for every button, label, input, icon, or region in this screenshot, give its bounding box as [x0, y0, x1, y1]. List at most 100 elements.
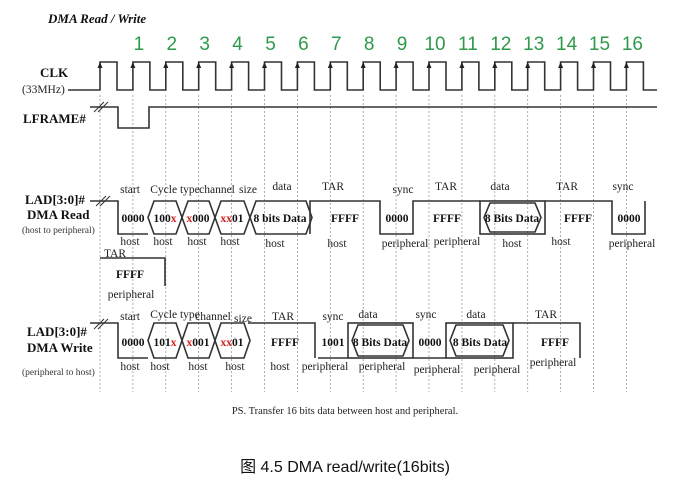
alt-tar-segment	[100, 257, 166, 286]
phase-label: sync	[322, 311, 343, 323]
owner-label: host	[188, 361, 208, 373]
value-bits: 8 bits Data	[253, 213, 306, 225]
cycle-number: 11	[458, 34, 478, 55]
owner-label: peripheral	[434, 236, 481, 248]
phase-label: data	[466, 309, 485, 321]
rising-edge-arrow-icon	[393, 62, 399, 68]
cycle-number: 6	[298, 34, 309, 55]
phase-label: Cycle type	[150, 184, 200, 196]
tar-sync-segments	[248, 322, 581, 359]
phase-label: size	[239, 184, 257, 196]
cycle-number: 15	[589, 34, 610, 55]
tar-sync-segments	[309, 200, 646, 235]
phase-label: sync	[612, 181, 633, 193]
break-mark-icon	[95, 195, 111, 207]
segment-value: x000	[187, 213, 210, 225]
segment-value: 0000	[386, 213, 409, 225]
rising-edge-arrow-icon	[196, 62, 202, 68]
cycle-number: 5	[265, 34, 276, 55]
owner-label: peripheral	[530, 357, 577, 369]
segment-value: 1001	[322, 337, 345, 349]
data-segment-box	[347, 322, 414, 359]
value-bits: FFFF	[433, 213, 461, 225]
phase-label: start	[120, 311, 141, 323]
owner-label: host	[502, 238, 522, 250]
owner-label: peripheral	[359, 361, 406, 373]
data-segment	[351, 324, 410, 357]
ps-note: PS. Transfer 16 bits data between host a…	[232, 406, 458, 417]
dont-care-bits: xx	[221, 213, 233, 225]
dont-care-bits: x	[171, 213, 177, 225]
rising-edge-arrow-icon	[294, 62, 300, 68]
value-bits: FFFF	[541, 337, 569, 349]
phase-label: channel	[199, 184, 235, 196]
cycle-number: 14	[556, 34, 578, 55]
data-segment	[249, 200, 313, 235]
value-bits: 0000	[122, 337, 145, 349]
value-bits: 0000	[122, 213, 145, 225]
phase-label: TAR	[435, 181, 457, 193]
segment-value: 8 bits Data	[253, 213, 306, 225]
cycle-number: 13	[523, 34, 544, 55]
phase-label: Cycle type	[150, 309, 200, 321]
dont-care-bits: xx	[221, 337, 233, 349]
phase-label: size	[234, 313, 252, 325]
rising-edge-arrow-icon	[262, 62, 267, 68]
rising-edge-arrow-icon	[459, 62, 465, 68]
segment-value: 0000	[122, 337, 145, 349]
value-bits: 8 Bits Data	[485, 213, 540, 225]
read-signal-label: LAD[3:0]#	[25, 192, 85, 207]
owner-label: host	[551, 236, 571, 248]
write-signal-label: LAD[3:0]#	[27, 324, 87, 339]
owner-label: host	[120, 361, 140, 373]
rising-edge-arrow-icon	[130, 62, 136, 68]
segment-value: 8 Bits Data	[353, 337, 408, 349]
value-bits: 8 Bits Data	[453, 337, 508, 349]
segment-value: 0000	[618, 213, 641, 225]
owner-label: peripheral	[382, 238, 429, 250]
segment-value: xx01	[221, 337, 244, 349]
phase-label: data	[272, 181, 291, 193]
rising-edge-arrow-icon	[97, 62, 103, 68]
segment-value: x001	[187, 337, 210, 349]
cycle-number: 12	[490, 34, 511, 55]
rising-edge-arrow-icon	[163, 62, 169, 68]
read-direction: (host to peripheral)	[22, 225, 95, 236]
data-segment-box	[445, 322, 514, 359]
segment-value: FFFF	[433, 213, 461, 225]
segment-value: 8 Bits Data	[453, 337, 508, 349]
segment-value: xx01	[221, 213, 244, 225]
segment-value: FFFF	[331, 213, 359, 225]
value-bits: 101	[154, 337, 172, 349]
phase-label: channel	[195, 311, 231, 323]
lframe-wave	[90, 106, 657, 129]
rising-edge-arrow-icon	[591, 62, 596, 68]
value-bits: FFFF	[564, 213, 592, 225]
owner-label: peripheral	[474, 364, 521, 376]
value-bits: 01	[232, 213, 244, 225]
dont-care-bits: x	[171, 337, 177, 349]
dont-care-bits: x	[187, 213, 193, 225]
segment-value: 0000	[122, 213, 145, 225]
value-bits: 0000	[618, 213, 641, 225]
owner-label: peripheral	[302, 361, 349, 373]
value-bits: 8 Bits Data	[353, 337, 408, 349]
owner-label: peripheral	[108, 289, 155, 301]
phase-label: TAR	[535, 309, 557, 321]
value-bits: 001	[192, 337, 210, 349]
cycle-number: 16	[622, 34, 643, 55]
cycle-number: 3	[199, 34, 210, 55]
segment-value: 101x	[154, 337, 177, 349]
clock-wave	[68, 61, 657, 91]
rising-edge-arrow-icon	[623, 62, 629, 68]
segment-value: FFFF	[116, 269, 144, 281]
owner-label: host	[153, 236, 173, 248]
value-bits: 1001	[322, 337, 345, 349]
clk-waveform	[68, 61, 657, 91]
segment-value: 0000	[419, 337, 442, 349]
size-segment	[214, 322, 251, 359]
